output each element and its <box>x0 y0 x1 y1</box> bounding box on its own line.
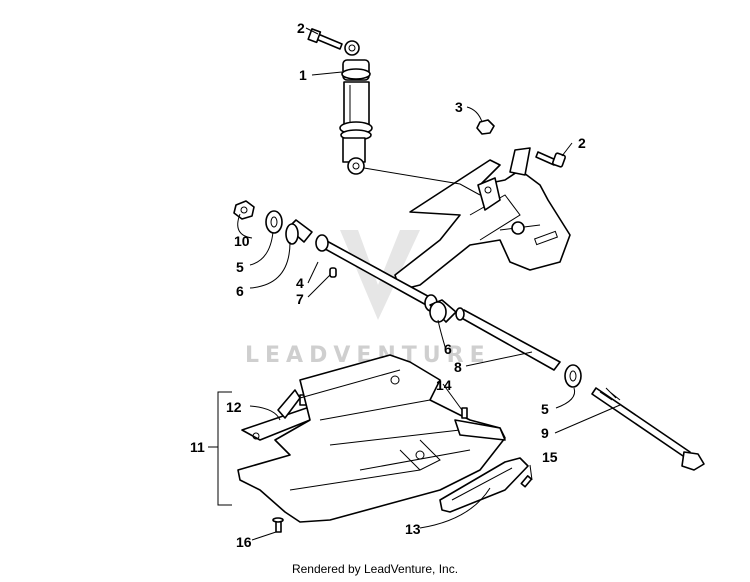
callout-8: 8 <box>454 359 462 375</box>
callout-10: 10 <box>234 233 250 249</box>
callout-5-right: 5 <box>541 401 549 417</box>
callout-9: 9 <box>541 425 549 441</box>
long-bolt[interactable] <box>591 387 705 471</box>
callout-6-left: 6 <box>236 283 244 299</box>
callout-2-right: 2 <box>578 135 586 151</box>
rivet[interactable] <box>272 517 284 533</box>
callout-labels: 2 1 3 2 10 5 6 4 7 6 8 5 9 14 12 11 15 1… <box>190 20 586 550</box>
callout-4: 4 <box>296 275 304 291</box>
bushing-right[interactable] <box>429 299 457 323</box>
swing-arm-frame[interactable] <box>394 147 571 291</box>
slide-pad[interactable] <box>439 457 529 513</box>
washer-left[interactable] <box>265 210 283 234</box>
callout-5-left: 5 <box>236 259 244 275</box>
nut-left[interactable] <box>233 200 255 220</box>
bolt-right[interactable] <box>535 151 566 168</box>
shaft[interactable] <box>455 307 561 371</box>
callout-7: 7 <box>296 291 304 307</box>
callout-11: 11 <box>190 439 205 455</box>
callout-1: 1 <box>299 67 307 83</box>
callout-14: 14 <box>436 377 452 393</box>
screw-15[interactable] <box>520 475 533 488</box>
screw-14[interactable] <box>461 407 468 419</box>
lower-frame[interactable] <box>237 354 506 523</box>
washer-right[interactable] <box>564 364 582 388</box>
callout-3: 3 <box>455 99 463 115</box>
callout-6-right: 6 <box>444 341 452 357</box>
callout-2-upper: 2 <box>297 20 305 36</box>
callout-13: 13 <box>405 521 421 537</box>
shock-absorber[interactable] <box>339 40 373 175</box>
bolt-upper[interactable] <box>307 28 343 50</box>
grease-fitting[interactable] <box>329 267 337 278</box>
callout-16: 16 <box>236 534 252 550</box>
callout-12: 12 <box>226 399 242 415</box>
nut-top[interactable] <box>476 119 495 135</box>
callout-15: 15 <box>542 449 558 465</box>
footer-credit: Rendered by LeadVenture, Inc. <box>291 562 459 576</box>
bushing-left[interactable] <box>285 219 313 245</box>
leader-lines <box>208 27 621 541</box>
